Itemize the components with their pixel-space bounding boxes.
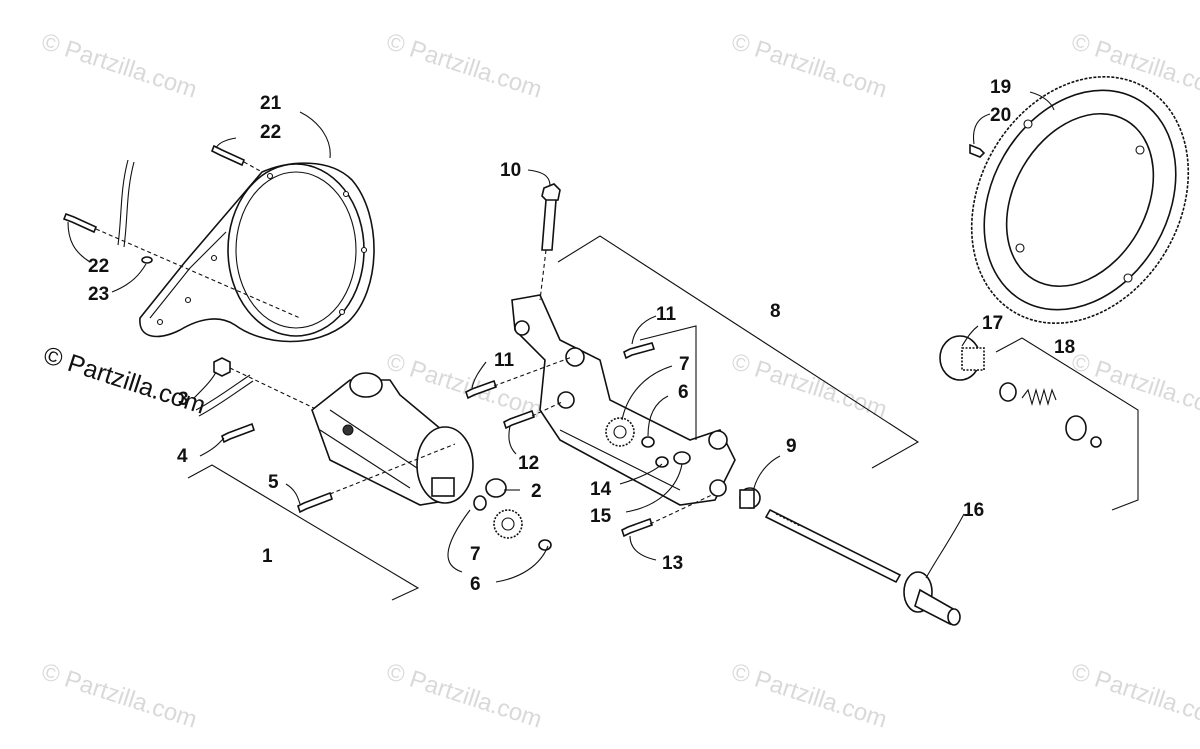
callout-1: 1 (262, 546, 273, 567)
watermark: © Partzilla.com (383, 658, 545, 734)
watermark: © Partzilla.com (1068, 658, 1200, 734)
callout-11b: 11 (494, 350, 515, 371)
callout-18: 18 (1054, 337, 1075, 358)
callout-12: 12 (518, 453, 539, 474)
callout-labels: 1 2 3 4 5 6 6 7 7 8 9 10 11 11 12 13 14 … (88, 77, 1075, 595)
watermark: © Partzilla.com (383, 28, 545, 104)
watermark: © Partzilla.com (728, 28, 890, 104)
callout-10: 10 (500, 160, 521, 181)
idler-gear-drawing (605, 417, 691, 468)
callout-23: 23 (88, 284, 109, 305)
starter-small-parts-drawing (297, 443, 552, 551)
callout-6b: 6 (470, 574, 481, 595)
flywheel-cover-drawing (139, 162, 375, 343)
watermark: © Partzilla.com (1068, 348, 1200, 424)
callout-17: 17 (982, 313, 1003, 334)
callout-8: 8 (770, 301, 781, 322)
watermark: © Partzilla.com (38, 658, 200, 734)
watermark: © Partzilla.com (38, 28, 200, 104)
bendix-gear-drawing (939, 335, 1102, 448)
watermark: © Partzilla.com (728, 658, 890, 734)
bushing-drawing (739, 487, 761, 509)
callout-4: 4 (177, 446, 188, 467)
cover-bolts-drawing (62, 144, 301, 319)
callout-21: 21 (260, 93, 282, 114)
callout-7a: 7 (679, 354, 690, 375)
leader-lines (67, 91, 1055, 583)
drive-shaft-drawing (764, 508, 961, 626)
bracket-bolts-drawing (465, 342, 715, 538)
callout-13: 13 (662, 553, 683, 574)
callout-7b: 7 (470, 544, 481, 565)
callout-22a: 22 (260, 122, 281, 143)
long-bolt-drawing (539, 183, 561, 301)
nut-and-bolt-drawing (213, 357, 319, 444)
callout-5: 5 (268, 472, 279, 493)
callout-22b: 22 (88, 256, 109, 277)
starter-motor-drawing (311, 372, 474, 506)
callout-20: 20 (990, 105, 1011, 126)
wire-harness-drawing (117, 159, 254, 417)
callout-6a: 6 (678, 382, 689, 403)
assembly-brackets (187, 235, 1139, 601)
starter-bracket-drawing (511, 294, 736, 506)
callout-19: 19 (990, 77, 1011, 98)
callout-16: 16 (963, 500, 984, 521)
callout-14: 14 (590, 479, 612, 500)
callout-15: 15 (590, 506, 612, 527)
callout-3: 3 (178, 389, 189, 410)
ring-gear-drawing (969, 76, 1190, 324)
callout-2: 2 (531, 481, 542, 502)
watermark: © Partzilla.com (728, 348, 890, 424)
callout-9: 9 (786, 436, 797, 457)
callout-11a: 11 (656, 304, 677, 325)
